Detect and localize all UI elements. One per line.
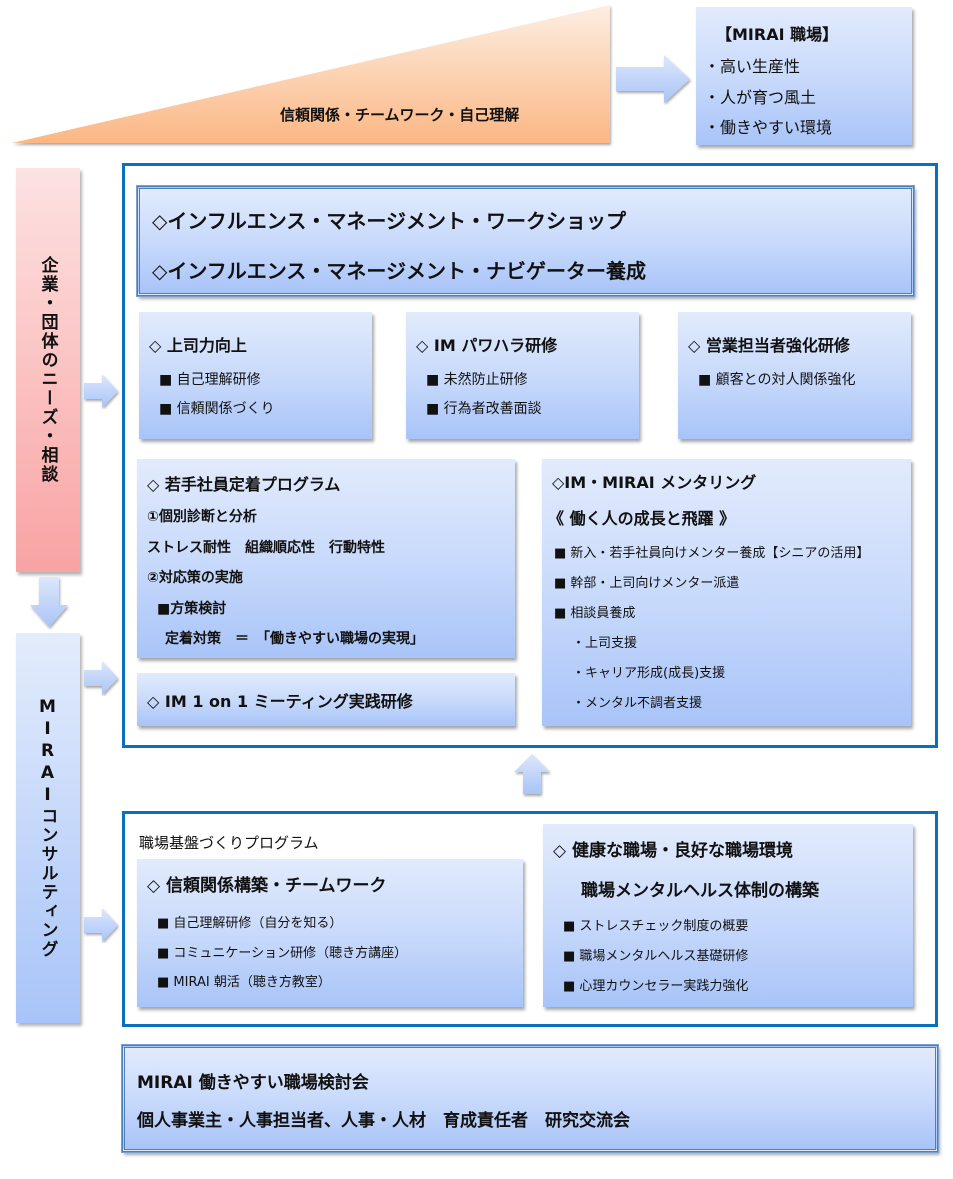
influence-management-header: ◇インフルエンス・マネージメント・ワークショップ ◇インフルエンス・マネージメン… — [136, 185, 915, 297]
foundation-label: 職場基盤づくりプログラム — [139, 834, 319, 852]
health-item: ■ ストレスチェック制度の概要 — [563, 919, 749, 934]
card-title: ◇ IM パワハラ研修 — [416, 336, 558, 355]
mirai-workplace-box: 【MIRAI 職場】 ・高い生産性 ・人が育つ風土 ・働きやすい環境 — [696, 7, 912, 145]
one-on-one-title: ◇ IM 1 on 1 ミーティング実践研修 — [147, 692, 413, 711]
health-item: ■ 職場メンタルヘルス基礎研修 — [563, 949, 749, 964]
trust-item: ■ MIRAI 朝活（聴き方教室） — [157, 975, 331, 990]
header-line: ◇インフルエンス・マネージメント・ワークショップ — [152, 209, 626, 233]
program-line: 定着対策 ＝ 「働きやすい職場の実現」 — [165, 631, 424, 647]
card-item: ■ 信頼関係づくり — [159, 401, 275, 417]
mentoring-subitem: ・メンタル不調者支援 — [572, 696, 703, 711]
mentoring-item: ■ 相談員養成 — [554, 606, 636, 621]
triangle-label: 信頼関係・チームワーク・自己理解 — [280, 106, 520, 124]
card-sales-training: ◇ 営業担当者強化研修 ■ 顧客との対人関係強化 — [678, 312, 911, 439]
health-title: ◇ 健康な職場・良好な職場環境 — [553, 841, 793, 861]
needs-column: 企業・団体のニーズ・相談 — [16, 168, 80, 572]
program-line: ■方策検討 — [157, 601, 227, 617]
health-item: ■ 心理カウンセラー実践力強化 — [563, 979, 749, 994]
study-group-box: MIRAI 働きやすい職場検討会 個人事業主・人事担当者、人事・人材 育成責任者… — [121, 1044, 939, 1153]
mentoring-subitem: ・キャリア形成(成長)支援 — [572, 666, 726, 681]
mentoring-subtitle: 《 働く人の成長と飛躍 》 — [548, 509, 736, 528]
youth-retention-program: ◇ 若手社員定着プログラム ①個別診断と分析 ストレス耐性 組織順応性 行動特性… — [137, 459, 515, 658]
needs-label: 企業・団体のニーズ・相談 — [37, 256, 58, 484]
mentoring-subitem: ・上司支援 — [572, 636, 638, 651]
mentoring-item: ■ 幹部・上司向けメンター派遣 — [554, 576, 740, 591]
card-title: ◇ 営業担当者強化研修 — [688, 336, 850, 355]
mentoring-program: ◇IM・MIRAI メンタリング 《 働く人の成長と飛躍 》 ■ 新入・若手社員… — [542, 459, 911, 726]
study-group-line: MIRAI 働きやすい職場検討会 — [137, 1073, 369, 1093]
program-title: ◇ 若手社員定着プログラム — [147, 475, 341, 494]
health-subtitle: 職場メンタルヘルス体制の構築 — [581, 881, 819, 901]
arrow-right-icon — [84, 908, 118, 942]
program-line: ②対応策の実施 — [147, 570, 243, 586]
card-item: ■ 行為者改善面談 — [426, 401, 542, 417]
trust-teamwork-box: ◇ 信頼関係構築・チームワーク ■ 自己理解研修（自分を知る） ■ コミュニケー… — [137, 859, 523, 1007]
trust-item: ■ コミュニケーション研修（聴き方講座） — [157, 946, 408, 961]
card-item: ■ 自己理解研修 — [159, 372, 261, 388]
card-title: ◇ 上司力向上 — [149, 336, 247, 355]
card-item: ■ 顧客との対人関係強化 — [698, 372, 856, 388]
arrow-down-icon — [30, 577, 68, 627]
one-on-one-training: ◇ IM 1 on 1 ミーティング実践研修 — [137, 673, 515, 726]
arrow-right-icon — [84, 661, 118, 695]
trust-item: ■ 自己理解研修（自分を知る） — [157, 916, 343, 931]
arrow-up-icon — [514, 754, 550, 794]
mentoring-item: ■ 新入・若手社員向けメンター養成【シニアの活用】 — [554, 546, 870, 561]
arrow-right-icon — [84, 374, 118, 408]
program-line: ①個別診断と分析 — [147, 509, 257, 525]
card-item: ■ 未然防止研修 — [426, 372, 528, 388]
consulting-column: MIRAIコンサルティング — [16, 633, 80, 1023]
healthy-workplace-box: ◇ 健康な職場・良好な職場環境 職場メンタルヘルス体制の構築 ■ ストレスチェッ… — [543, 824, 913, 1007]
mentoring-title: ◇IM・MIRAI メンタリング — [552, 473, 757, 492]
main-programs-frame — [122, 163, 938, 748]
mirai-box-item: ・高い生産性 — [704, 57, 801, 76]
card-power-harassment: ◇ IM パワハラ研修 ■ 未然防止研修 ■ 行為者改善面談 — [406, 312, 639, 439]
mirai-box-item: ・働きやすい環境 — [704, 118, 833, 137]
program-line: ストレス耐性 組織順応性 行動特性 — [147, 540, 385, 556]
foundation-frame — [122, 811, 938, 1027]
study-group-line: 個人事業主・人事担当者、人事・人材 育成責任者 研究交流会 — [137, 1111, 630, 1131]
header-line: ◇インフルエンス・マネージメント・ナビゲーター養成 — [152, 259, 646, 283]
consulting-label: MIRAIコンサルティング — [37, 697, 58, 959]
arrow-right-icon — [616, 55, 690, 103]
mirai-box-item: ・人が育つ風土 — [704, 88, 817, 107]
card-boss-skill: ◇ 上司力向上 ■ 自己理解研修 ■ 信頼関係づくり — [139, 312, 372, 439]
mirai-box-title: 【MIRAI 職場】 — [716, 25, 839, 44]
growth-triangle — [12, 5, 610, 143]
trust-title: ◇ 信頼関係構築・チームワーク — [147, 876, 387, 896]
